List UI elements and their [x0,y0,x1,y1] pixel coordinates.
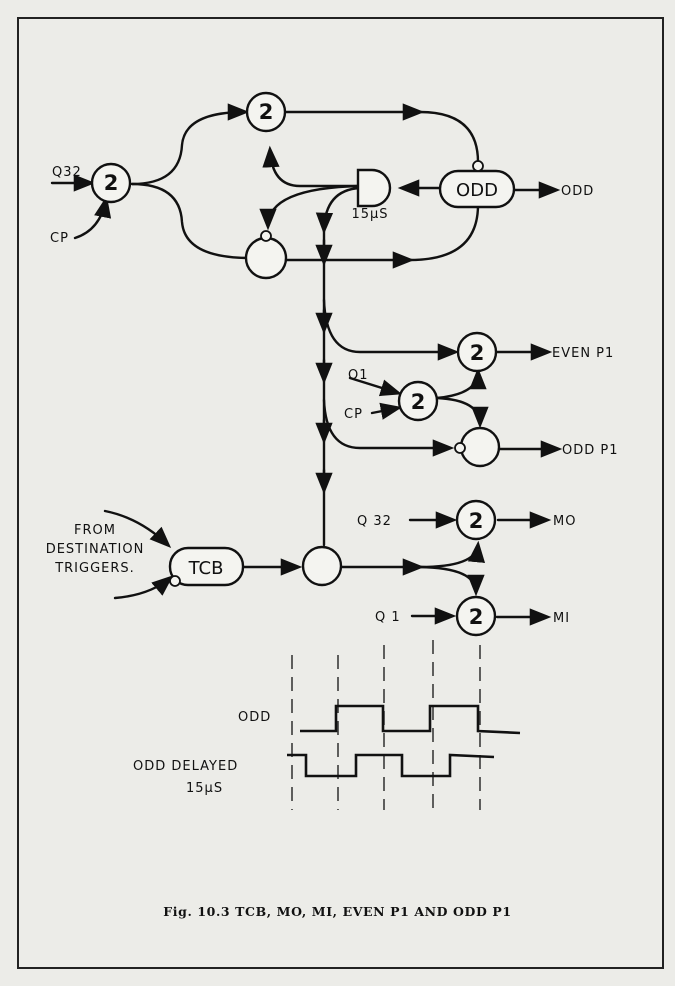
output-mo: MO [553,514,576,529]
timing-label-delay: 15μS [186,781,223,796]
tcb-nodes [168,499,497,637]
and-gate-mi [455,595,497,637]
page-border [17,17,664,969]
tcb-box-label: TCB [188,558,224,579]
odd-delayed-waveform [287,753,495,778]
upper-wiring [50,103,561,547]
inverter-bubble-tcb [169,575,181,587]
and-gate-q1-cp [397,380,439,422]
and-gate-q32-cp [90,162,132,204]
source-line-1: FROM [74,523,116,538]
labels: 2 2 2 2 2 2 ODD TCB 15μS Q32 CP Q1 CP Q … [46,100,619,796]
inverter-bubble-lower [260,230,272,242]
input-q32: Q32 [52,165,82,180]
figure-caption: Fig. 10.3 TCB, MO, MI, EVEN P1 AND ODD P… [163,904,512,919]
tcb-flip-flop [168,546,245,587]
and-gate-upper [245,91,287,133]
inverter-bubble-odd [472,160,484,172]
or-node-lower [244,236,288,280]
gate-label: 2 [469,605,484,629]
p1-nodes [397,331,501,468]
timing-label-odd-delayed: ODD DELAYED [133,759,238,774]
gate-label: 2 [470,341,485,365]
output-mi: MI [553,611,570,626]
output-odd: ODD [561,184,594,199]
input-cp-mid: CP [344,407,363,422]
p1-wiring [322,298,563,458]
output-even-p1: EVEN P1 [552,346,614,361]
delay-label: 15μS [351,207,388,222]
input-q1-low: Q 1 [375,610,401,625]
gate-label: 2 [259,100,274,124]
input-q32-low: Q 32 [357,514,392,529]
inverter-bubble-odd-p1 [454,442,466,454]
upper-nodes [90,91,516,280]
input-cp: CP [50,231,69,246]
odd-box-label: ODD [456,180,498,201]
gate-label: 2 [411,390,426,414]
or-node-tcb [301,545,343,587]
timing-diagram [287,640,521,810]
tcb-wiring [103,509,552,626]
and-gate-mo [455,499,497,541]
source-line-3: TRIGGERS. [54,561,135,576]
gate-label: 2 [469,509,484,533]
output-odd-p1: ODD P1 [562,443,619,458]
and-gate-odd-p1 [459,426,501,468]
input-q1: Q1 [348,368,369,383]
and-gate-even-p1 [456,331,498,373]
source-line-2: DESTINATION [46,542,145,557]
timing-label-odd: ODD [238,710,271,725]
gate-label: 2 [104,171,119,195]
odd-waveform [300,704,521,735]
delay-element [356,168,392,208]
